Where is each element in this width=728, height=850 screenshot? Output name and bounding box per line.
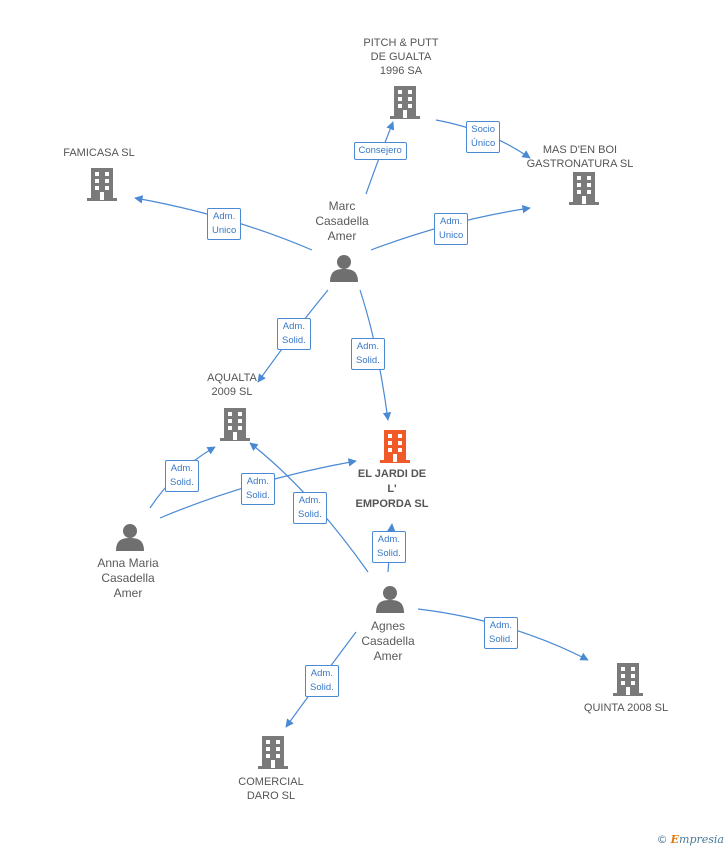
copyright-symbol: © xyxy=(656,833,668,846)
pitch-building-icon[interactable] xyxy=(390,86,420,119)
edge-label-agnes-to-aqualta[interactable]: Adm. Solid. xyxy=(293,492,327,524)
jardi-label[interactable]: EL JARDI DE L' EMPORDA SL xyxy=(355,467,429,510)
masdenboi-label[interactable]: MAS D'EN BOI GASTRONATURA SL xyxy=(526,144,634,170)
edge-label-marc-to-famicasa[interactable]: Adm. Unico xyxy=(207,208,242,240)
edge-label-pitch-to-masdenboi[interactable]: Socio Único xyxy=(466,121,501,153)
edge-label-marc-to-jardi[interactable]: Adm. Solid. xyxy=(351,338,385,370)
masdenboi-building-icon[interactable] xyxy=(569,172,599,205)
empresia-watermark[interactable]: ©Empresia xyxy=(657,833,724,846)
quinta-building-icon[interactable] xyxy=(613,663,643,696)
comercial-building-icon[interactable] xyxy=(258,736,288,769)
aqualta-building-icon[interactable] xyxy=(220,408,250,441)
brand-name: mpresia xyxy=(679,833,724,846)
edge-label-marc-to-masdenboi[interactable]: Adm. Unico xyxy=(434,213,469,245)
quinta-label[interactable]: QUINTA 2008 SL xyxy=(583,702,669,714)
edge-label-agnes-to-quinta[interactable]: Adm. Solid. xyxy=(484,617,518,649)
edge-label-agnes-to-jardi[interactable]: Adm. Solid. xyxy=(372,531,406,563)
edge-label-marc-to-pitch[interactable]: Consejero xyxy=(353,142,407,160)
anna-person-icon[interactable] xyxy=(116,524,144,551)
agnes-person-icon[interactable] xyxy=(376,586,404,613)
agnes-label[interactable]: Agnes Casadella Amer xyxy=(361,618,415,663)
edge-label-anna-to-jardi[interactable]: Adm. Solid. xyxy=(241,473,275,505)
edge-label-agnes-to-comercial[interactable]: Adm. Solid. xyxy=(305,665,339,697)
marc-label[interactable]: Marc Casadella Amer xyxy=(315,198,369,243)
icons-layer xyxy=(87,86,643,769)
comercial-label[interactable]: COMERCIAL DARO SL xyxy=(238,776,304,802)
edge-label-anna-to-aqualta[interactable]: Adm. Solid. xyxy=(165,460,199,492)
marc-person-icon[interactable] xyxy=(330,255,358,282)
jardi-building-icon[interactable] xyxy=(380,430,410,463)
anna-label[interactable]: Anna Maria Casadella Amer xyxy=(97,555,159,600)
aqualta-label[interactable]: AQUALTA 2009 SL xyxy=(207,372,257,398)
edge-label-marc-to-aqualta[interactable]: Adm. Solid. xyxy=(277,318,311,350)
famicasa-label[interactable]: FAMICASA SL xyxy=(63,147,135,159)
pitch-label[interactable]: PITCH & PUTT DE GUALTA 1996 SA xyxy=(363,37,439,77)
brand-initial: E xyxy=(670,833,680,846)
famicasa-building-icon[interactable] xyxy=(87,168,117,201)
